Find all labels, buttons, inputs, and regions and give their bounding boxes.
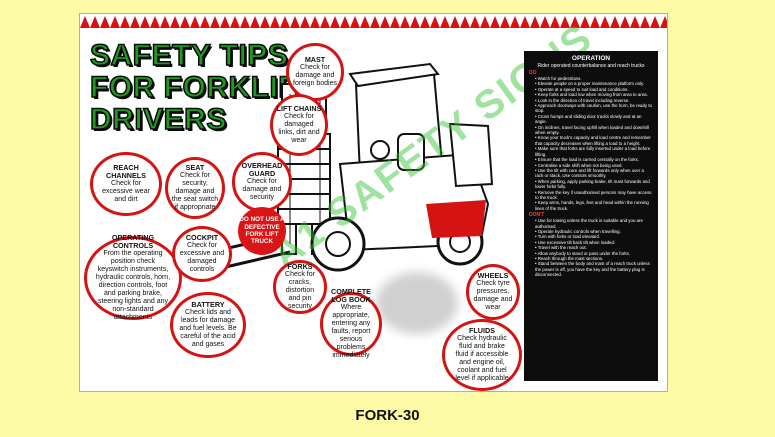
lift-chains-desc: Check for damaged links, dirt and wear: [278, 113, 320, 144]
overhead-guard-desc: Check for damage and security: [242, 178, 282, 201]
cockpit-desc: Check for excessive and damaged controls: [179, 242, 225, 273]
do-item: Centralise a side shift when not being u…: [535, 163, 653, 168]
dont-item: Turn with forks or load elevated.: [535, 234, 653, 239]
product-code: FORK-30: [355, 407, 420, 424]
seat-bubble: SEAT Check for security, damage and the …: [165, 157, 225, 219]
wheels-desc: Check tyre pressures, damage and wear: [473, 280, 513, 311]
battery-bubble: BATTERY Check lids and leads for damage …: [170, 292, 246, 358]
overhead-guard-bubble: OVERHEAD GUARD Check for damage and secu…: [232, 152, 292, 212]
battery-desc: Check lids and leads for damage and fuel…: [179, 309, 237, 348]
do-item: Keep arms, hands, legs, feet and head wi…: [535, 200, 653, 211]
battery-title: BATTERY: [191, 300, 225, 309]
dont-item: Travel with the reach out.: [535, 245, 653, 250]
seat-desc: Check for security, damage and the seat …: [171, 172, 219, 211]
do-item: Elevate people on a proper maintenance p…: [535, 81, 653, 86]
poster: SAFETY TIPS FOR FORKLIFT DRIVERS: [79, 13, 668, 392]
warning-badge: DO NOT USE A DEFECTIVE FORK LIFT TRUCK: [238, 207, 286, 255]
wheels-title: WHEELS: [477, 271, 509, 280]
mast-title: MAST: [304, 55, 326, 64]
do-item: Approach doorways with caution, use the …: [535, 103, 653, 114]
title-line-1: SAFETY TIPS: [89, 39, 289, 73]
operation-panel: OPERATION Rider operated counterbalance …: [524, 51, 658, 381]
reach-channels-desc: Check for excessive wear and dirt: [102, 180, 150, 203]
do-item: Remove the key if unauthorised persons m…: [535, 190, 653, 201]
reach-channels-title: REACH CHANNELS: [106, 163, 146, 180]
do-item: Ensure that the load is carried centrall…: [535, 157, 653, 162]
fluids-bubble: FLUIDS Check hydraulic fluid and brake f…: [442, 319, 522, 391]
forks-title: FORKS: [287, 262, 313, 271]
forks-desc: Check for cracks, distortion and pin sec…: [285, 271, 315, 310]
lift-chains-bubble: LIFT CHAINS Check for damaged links, dir…: [270, 94, 328, 156]
title-line-3: DRIVERS: [89, 103, 227, 137]
dont-list: Use for towing unless the truck is suita…: [529, 218, 653, 277]
do-item: Keep forks and load low when moving from…: [535, 92, 653, 97]
sawtooth-border: [80, 16, 667, 28]
do-item: Cross humps and sliding door tracks slow…: [535, 114, 653, 125]
fluids-desc: Check hydraulic fluid and brake fluid if…: [455, 335, 509, 382]
mast-bubble: MAST Check for damage and foreign bodies: [286, 43, 344, 101]
do-item: Know your truck's capacity and load cent…: [535, 135, 653, 146]
blurred-region: [376, 272, 458, 334]
complete-log-book-bubble: COMPLETE LOG BOOK Where appropriate, ent…: [320, 288, 382, 359]
complete-log-book-desc: Where appropriate, entering any faults, …: [331, 304, 371, 359]
mast-desc: Check for damage and foreign bodies: [293, 64, 337, 87]
dont-item: Reach through the mast sections.: [535, 256, 653, 261]
forks-bubble: FORKS Check for cracks, distortion and p…: [273, 260, 327, 314]
overhead-guard-title: OVERHEAD GUARD: [241, 161, 283, 178]
do-item: On inclines, travel facing uphill when l…: [535, 125, 653, 136]
dont-label: DON'T: [529, 212, 545, 219]
operating-controls-title: OPERATING CONTROLS: [111, 233, 155, 250]
do-label: DO: [529, 70, 537, 76]
dont-item: Operate hydraulic controls when travelli…: [535, 229, 653, 234]
do-item: Watch for pedestrians.: [535, 76, 653, 81]
dont-item: Use excessive tilt back tilt when loaded…: [535, 240, 653, 245]
title-line-2: FOR FORKLIFT: [89, 71, 316, 105]
complete-log-book-title: COMPLETE LOG BOOK: [331, 287, 371, 304]
fluids-title: FLUIDS: [469, 326, 495, 335]
reach-channels-bubble: REACH CHANNELS Check for excessive wear …: [90, 152, 162, 216]
dont-item: Stand between the body and mast of a rea…: [535, 261, 653, 277]
operating-controls-desc: From the operating position check keyswi…: [95, 250, 171, 321]
do-item: Operate at a speed to suit load and cond…: [535, 87, 653, 92]
lift-chains-title: LIFT CHAINS: [276, 104, 322, 113]
do-item: Make sure that forks are fully inserted …: [535, 146, 653, 157]
do-item: Look in the direction of travel includin…: [535, 98, 653, 103]
dont-item: Use for towing unless the truck is suita…: [535, 218, 653, 229]
poster-title: SAFETY TIPS FOR FORKLIFT DRIVERS: [89, 39, 316, 137]
wheels-bubble: WHEELS Check tyre pressures, damage and …: [466, 264, 520, 320]
operation-heading: OPERATION: [571, 55, 611, 62]
do-item: Use the tilt with care and lift forwards…: [535, 168, 653, 179]
operation-subheading: Rider operated counterbalance and reach …: [537, 63, 645, 69]
seat-title: SEAT: [185, 163, 205, 172]
dont-item: Allow anybody to stand or pass under the…: [535, 251, 653, 256]
do-list: Watch for pedestrians.Elevate people on …: [529, 76, 653, 211]
do-item: When parking, apply parking brake, tilt …: [535, 179, 653, 190]
cockpit-bubble: COCKPIT Check for excessive and damaged …: [172, 226, 232, 282]
operating-controls-bubble: OPERATING CONTROLS From the operating po…: [84, 233, 182, 321]
cockpit-title: COCKPIT: [185, 233, 219, 242]
